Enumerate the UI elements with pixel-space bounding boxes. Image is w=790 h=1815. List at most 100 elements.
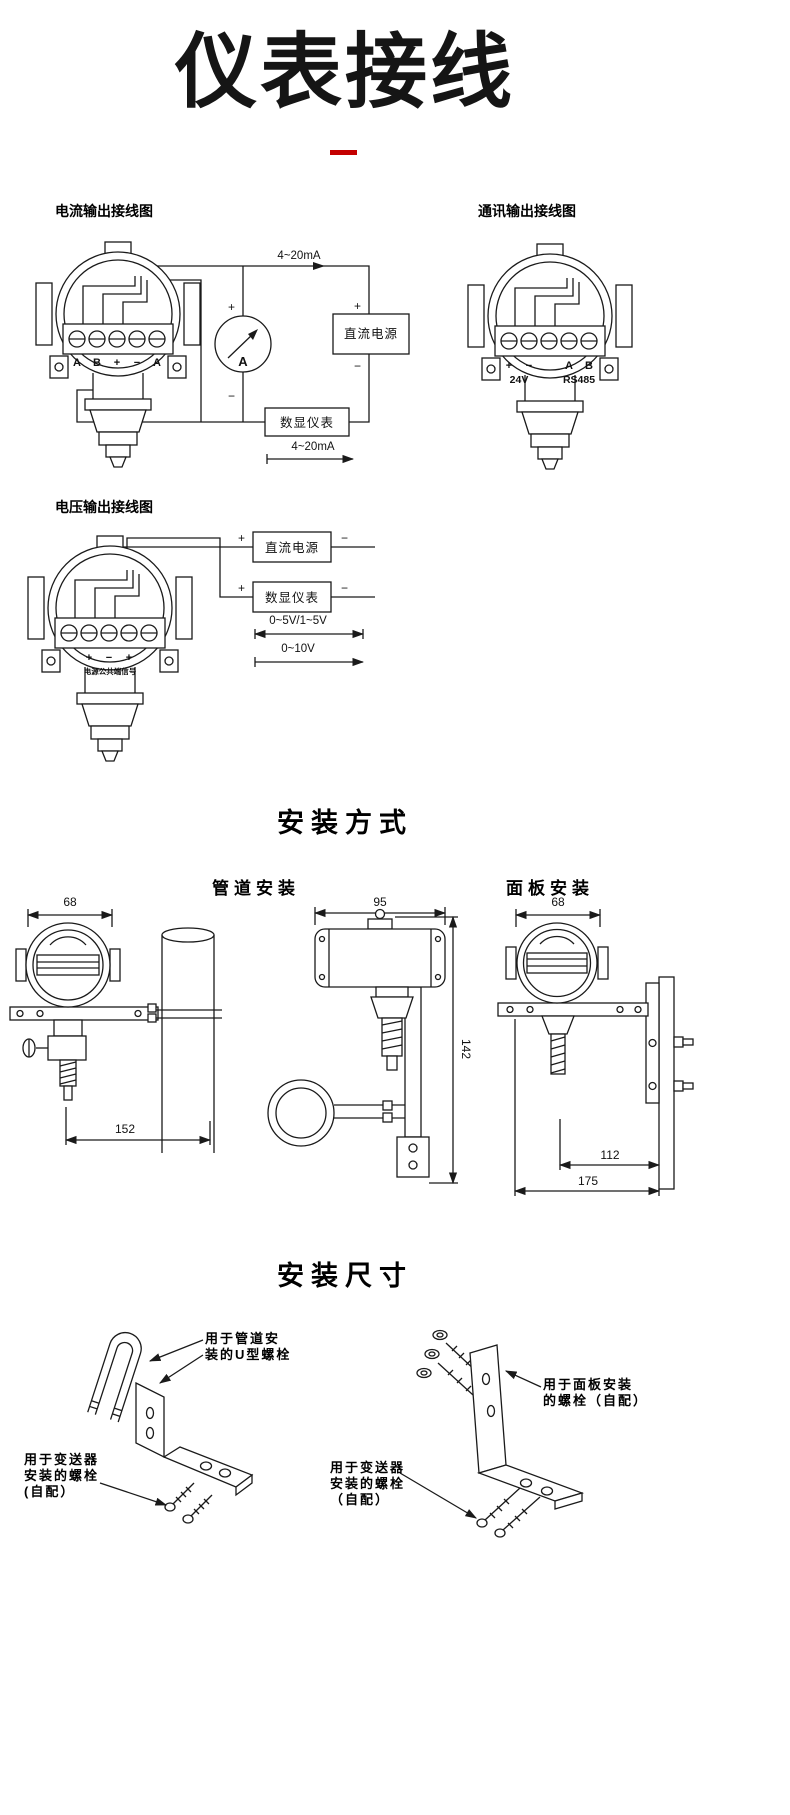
wire-arrow — [313, 262, 325, 270]
transmitter-bolt — [476, 1487, 521, 1528]
dim-95: 95 — [373, 895, 387, 909]
terminal-label: + — [114, 357, 120, 369]
mounting-bracket — [135, 1381, 254, 1497]
callout-line: 安装的螺栓 — [330, 1476, 406, 1491]
title-accent-dash — [330, 150, 357, 155]
terminal-label: + — [86, 652, 92, 664]
ubolt-leader-line — [148, 1339, 204, 1362]
dc-power-box: 直流电源 + − — [332, 299, 410, 373]
u-bolt-clamp — [267, 1079, 405, 1147]
panel-bolt-callout: 用于面板安装 的螺栓（自配） — [543, 1377, 648, 1409]
voltage-range-2: 0~10V — [281, 643, 315, 655]
ammeter: A + − — [214, 300, 272, 403]
mounting-bracket — [469, 1344, 585, 1510]
dim-112: 112 — [600, 1148, 619, 1162]
transmitter-side-view — [314, 908, 446, 1071]
bolt-leader-line — [99, 1482, 168, 1506]
minus-sign: − — [354, 359, 361, 373]
terminal-labels: A B + − A — [73, 357, 161, 369]
voltage-wiring-diagram: + − + 电源公共端信号 直流电源 + − 数显仪表 + − 0~5V/1~5… — [27, 531, 375, 762]
ubolt-mount-drawing: 95 142 — [267, 895, 473, 1185]
current-wiring-diagram: A B + − A 4~20mA A + − 直流电源 + − 数显仪表 4~2… — [35, 241, 410, 468]
dim-68: 68 — [551, 895, 565, 909]
transmitter-bolt — [494, 1496, 541, 1538]
terminal-label: A — [565, 360, 573, 372]
transmitter-head — [505, 922, 609, 1004]
terminal-note: 电源公共端信号 — [84, 666, 137, 676]
panel-mount-label: 面板安装 — [506, 879, 594, 898]
needle-arrow — [248, 329, 258, 340]
callout-line: (自配） — [24, 1484, 76, 1499]
transmitter-bolt — [182, 1494, 213, 1524]
washers — [416, 1329, 448, 1379]
terminal-label: A — [73, 357, 81, 369]
transmitter-front-view: + − A B 24V RS485 — [467, 243, 633, 470]
transmitter-front-view: A B + − A — [35, 241, 201, 468]
ubolt-callout: 用于管道安 装的U型螺栓 — [205, 1331, 291, 1363]
depth-dimension-175: 175 — [513, 1019, 661, 1196]
transmitter-bolt-callout-right: 用于变送器 安装的螺栓 （自配） — [330, 1460, 405, 1508]
panel-bolt — [673, 1036, 694, 1048]
process-connection — [541, 1015, 575, 1075]
ubolt-leader-line — [159, 1354, 204, 1384]
panel-bolt-leader-line — [504, 1370, 542, 1388]
pipe-mount-label: 管道安装 — [212, 879, 300, 898]
terminal-label: B — [585, 360, 593, 372]
dims-section-heading: 安装尺寸 — [277, 1261, 413, 1291]
plus-sign: + — [238, 531, 245, 545]
dim-152: 152 — [115, 1122, 135, 1136]
display-label: 数显仪表 — [280, 415, 334, 430]
mounting-plate — [9, 1003, 222, 1023]
dc-power-label: 直流电源 — [265, 541, 319, 555]
dim-175: 175 — [578, 1174, 598, 1188]
transmitter-head — [15, 922, 121, 1008]
terminal-labels: + − A B 24V RS485 — [506, 360, 595, 386]
mounting-plate — [497, 1002, 649, 1017]
pipe-mount-drawing: 68 152 — [9, 895, 222, 1153]
current-wiring-heading: 电流输出接线图 — [55, 203, 153, 219]
comm-wiring-diagram: + − A B 24V RS485 — [467, 243, 633, 470]
minus-sign: − — [341, 581, 348, 595]
page-title: 仪表接线 — [174, 27, 515, 118]
dim-68: 68 — [63, 895, 77, 909]
ammeter-letter: A — [238, 354, 248, 369]
width-dimension: 68 — [26, 895, 114, 927]
callout-line: 用于变送器 — [24, 1452, 100, 1467]
callout-line: 用于面板安装 — [543, 1377, 634, 1392]
voltage-wiring-heading: 电压输出接线图 — [55, 499, 153, 515]
dc-power-box: 直流电源 + − — [238, 531, 348, 563]
display-instrument-box: 数显仪表 + − — [238, 581, 348, 613]
voltage-range-1: 0~5V/1~5V — [269, 615, 327, 627]
bolt-leader-line — [399, 1472, 478, 1519]
terminal-label: A — [153, 357, 161, 369]
panel-bolt — [673, 1080, 694, 1092]
callout-line: （自配） — [330, 1492, 391, 1507]
u-bolt — [87, 1332, 142, 1423]
display-label: 数显仪表 — [265, 590, 319, 605]
panel-mount-drawing: 68 112 175 — [497, 895, 694, 1196]
current-range-top-label: 4~20mA — [277, 250, 320, 262]
terminal-label: + — [506, 360, 512, 372]
transmitter-bolt-callout-left: 用于变送器 安装的螺栓 (自配） — [24, 1452, 99, 1500]
transmitter-bolt — [164, 1482, 195, 1512]
panel-parts-drawing — [399, 1329, 585, 1538]
callout-line: 装的U型螺栓 — [205, 1347, 292, 1362]
pipe — [161, 927, 215, 1153]
width-dimension: 68 — [514, 895, 602, 927]
terminal-label: − — [106, 652, 112, 664]
mounting-section-heading: 安装方式 — [277, 808, 413, 838]
callout-line: 用于管道安 — [205, 1331, 281, 1346]
terminal-label: B — [93, 357, 101, 369]
dim-142: 142 — [459, 1039, 473, 1059]
display-instrument-box: 数显仪表 — [264, 407, 350, 437]
callout-line: 的螺栓（自配） — [543, 1393, 649, 1408]
ubolt-parts-drawing — [87, 1332, 254, 1524]
depth-dimension-112: 112 — [558, 1119, 661, 1170]
wall-panel — [645, 976, 694, 1190]
callout-line: 安装的螺栓 — [24, 1468, 100, 1483]
supply-label: 24V — [510, 374, 529, 386]
dc-power-label: 直流电源 — [344, 327, 398, 341]
terminal-label: − — [134, 357, 140, 369]
plus-sign: + — [354, 299, 361, 313]
terminal-label: + — [126, 652, 132, 664]
